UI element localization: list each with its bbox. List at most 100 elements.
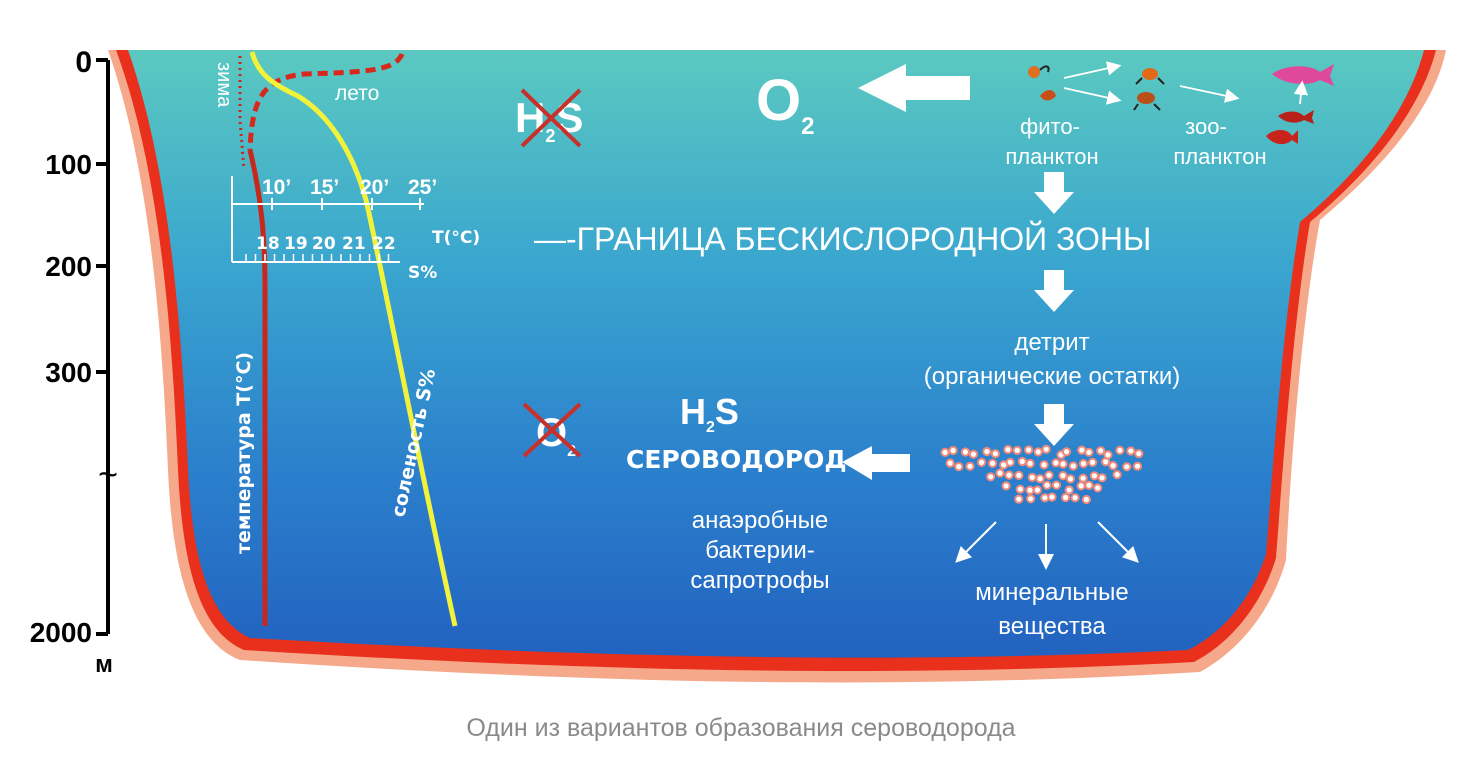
detritus-particle [1084,447,1094,457]
temperature-unit: T(°C) [432,228,480,248]
arrow-down-icon [1034,172,1074,214]
phytoplankton-label-line2: планктон [1005,144,1098,169]
cross-icon [520,88,582,148]
sal-tick-label: 19 [284,234,308,254]
o2-formula: O2 [756,68,814,140]
sal-tick-label: 22 [372,234,396,254]
detritus-particle [1004,470,1014,480]
detritus-particle [1061,447,1072,457]
zooplankton-icon [1133,68,1165,111]
arrow-icon [1179,85,1240,103]
temperature-scale-ticks [271,198,421,210]
detritus-particle [1061,492,1071,503]
detritus-particle [1005,457,1015,467]
hydrogen-sulfide-name: СЕРОВОДОРОД [626,445,847,474]
arrow-icon [955,521,997,563]
detritus-particle [1025,458,1035,469]
detritus-particle [1032,485,1043,495]
detritus-particle [1122,462,1132,472]
winter-temperature-curve [238,56,246,171]
zooplankton-label-line2: планктон [1173,144,1266,169]
arrow-icon [1097,521,1139,563]
detritus-particle [1065,474,1076,484]
detritus-particle [1132,461,1143,471]
arrow-down-icon [1034,270,1074,312]
detritus-particle [1093,483,1103,493]
arrow-icon [1293,80,1309,105]
detritus-particle [1112,470,1122,480]
anoxic-boundary-label: —-ГРАНИЦА БЕСКИСЛОРОДНОЙ ЗОНЫ [534,221,1151,257]
detritus-particle [1101,457,1111,467]
detritus-particle [960,447,971,457]
depth-axis: 0 100 200 300 2000 ~ м [30,46,118,678]
detritus-particle [1088,457,1098,467]
detritus-particle [1051,480,1062,490]
detritus-particle [940,447,950,457]
detritus-particle [1042,480,1052,490]
bacteria-label-line3: сапротрофы [690,567,829,594]
detritus-particle [1081,494,1092,505]
detritus-particle [1097,473,1107,483]
arrow-left-icon [858,64,970,112]
water [128,50,1424,658]
detritus-particle [945,458,955,468]
detritus-particle [1039,460,1049,470]
detritus-particle [1096,446,1106,456]
oxygen-release: O2 [756,64,970,140]
sal-tick-label: 18 [256,234,280,254]
detritus-particle [1003,444,1013,455]
figure-caption: Один из вариантов образования сероводоро… [466,714,1016,742]
temp-tick-label: 20’ [360,176,389,199]
detritus-particle [982,446,992,457]
detritus-particle [1134,449,1144,459]
arrow-icon [1063,87,1122,105]
detritus-particle [1126,446,1136,456]
detritus-particle [1047,492,1057,502]
detritus-particle [1078,459,1089,469]
detritus-particle [954,462,964,472]
hydrogen-sulfide: H2S СЕРОВОДОРОД [626,391,910,480]
diagram-canvas: 0 100 200 300 2000 ~ м зима лето темпера… [30,46,1446,683]
cross-icon [522,402,582,458]
bacteria-label-line2: бактерии- [705,537,815,564]
zooplankton-label-line1: зоо- [1185,114,1227,139]
minerals-label-line2: вещества [998,613,1106,640]
detritus-particle [1064,485,1074,495]
winter-label: зима [213,62,235,108]
temp-tick-label: 10’ [262,176,291,199]
detritus-particle [1041,444,1051,454]
detritus-particle [990,449,1001,459]
detritus-particle [1058,471,1068,481]
depth-label-0: 0 [75,46,92,79]
flow-arrows [1034,172,1074,446]
crossed-h2s-upper: H2S [515,88,583,148]
arrow-icon [1063,61,1122,79]
depth-label-100: 100 [45,149,92,180]
detritus-particles [940,444,1144,505]
detritus-particle [948,445,958,456]
arrow-down-icon [1034,404,1074,446]
detritus-particle [1076,481,1086,491]
minerals-label-line1: минеральные [975,579,1129,606]
plankton-group: фито- планктон зоо- планктон [1005,61,1334,169]
temp-tick-label: 25’ [408,176,437,199]
detritus-particle [1068,461,1078,471]
detritus-particle [1017,456,1027,467]
detritus-particle [1025,485,1035,495]
sal-tick-label: 21 [342,234,366,254]
detritus-particle [1044,470,1054,480]
detritus-particle [1015,484,1025,494]
detritus-particle [1014,494,1024,504]
arrow-left-icon [842,446,910,480]
detritus-particle [1089,471,1100,481]
detritus-particle [1026,494,1036,504]
depth-label-2000: 2000 [30,617,92,648]
sal-tick-label: 20 [312,234,336,254]
detritus-particle [986,472,996,482]
summer-temperature-curve [247,52,405,151]
depth-unit: м [95,651,113,678]
h2s-formula: H2S [515,94,583,146]
detritus-particle [1012,445,1022,455]
detritus-particle [1078,473,1088,483]
